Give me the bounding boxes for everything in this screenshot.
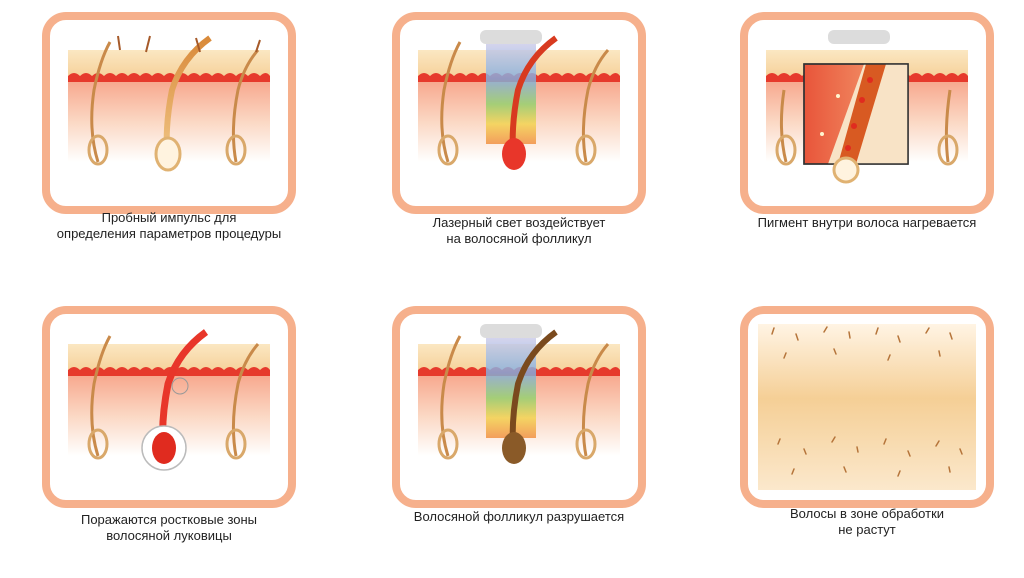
step-6-illustration xyxy=(758,324,976,490)
step-3-caption: Пигмент внутри волоса нагревается xyxy=(757,215,977,230)
step-3-frame xyxy=(740,12,994,214)
step-3-illustration xyxy=(758,30,976,196)
step-2-caption: Лазерный свет воздействует на волосяной … xyxy=(432,215,606,246)
step-5-illustration xyxy=(410,324,628,490)
step-4-illustration xyxy=(60,324,278,490)
step-1-caption: Пробный импульс для определения параметр… xyxy=(56,210,282,241)
step-2-frame xyxy=(392,12,646,214)
step-1-illustration xyxy=(60,30,278,196)
step-2-illustration xyxy=(410,30,628,196)
step-6-caption: Волосы в зоне обработки не растут xyxy=(789,506,945,537)
step-6-frame xyxy=(740,306,994,508)
step-5-frame xyxy=(392,306,646,508)
step-5-caption: Волосяной фолликул разрушается xyxy=(413,509,625,524)
step-4-caption: Поражаются ростковые зоны волосяной луко… xyxy=(80,512,258,543)
step-1-frame xyxy=(42,12,296,214)
step-4-frame xyxy=(42,306,296,508)
